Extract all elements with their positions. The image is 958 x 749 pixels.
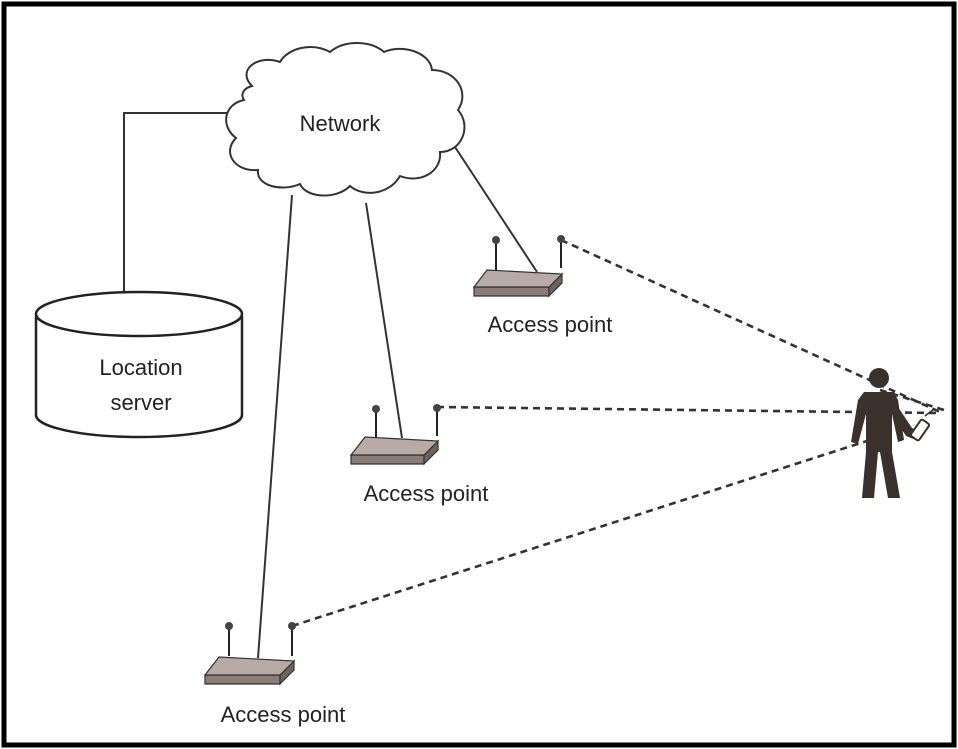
- server-label-line1: Location: [99, 355, 182, 380]
- wireless-router-icon: [472, 235, 565, 298]
- person-left-leg: [862, 452, 878, 498]
- link-network-ap-bottom: [257, 194, 293, 659]
- wireless-link-bottom: [291, 438, 871, 628]
- phone-icon: [909, 408, 935, 442]
- link-network-ap-top: [454, 146, 538, 273]
- wireless-links: [291, 238, 945, 628]
- access-point-label-middle: Access point: [364, 481, 489, 506]
- server-body: [34, 316, 244, 439]
- person-torso: [851, 392, 904, 452]
- cloud-shape: [225, 42, 466, 197]
- person-with-phone-icon: [851, 368, 935, 498]
- server-label-line2: server: [110, 390, 171, 415]
- wireless-router-icon: [349, 404, 441, 466]
- person-head: [869, 368, 889, 388]
- network-label: Network: [300, 111, 382, 136]
- access-point-top: Access point: [472, 235, 613, 337]
- server-top: [34, 290, 244, 338]
- access-point-label-top: Access point: [488, 312, 613, 337]
- wireless-router-icon: [203, 622, 296, 686]
- access-point-middle: Access point: [349, 404, 489, 506]
- cloud-icon: Network: [225, 42, 466, 197]
- link-server-network: [123, 112, 230, 292]
- wireless-link-top: [560, 238, 941, 414]
- wired-links: [123, 112, 538, 659]
- access-point-bottom: Access point: [203, 622, 346, 727]
- link-network-ap-middle: [365, 202, 403, 439]
- database-cylinder-icon: Location server: [34, 290, 244, 439]
- access-point-label-bottom: Access point: [221, 702, 346, 727]
- person-right-leg: [880, 452, 900, 498]
